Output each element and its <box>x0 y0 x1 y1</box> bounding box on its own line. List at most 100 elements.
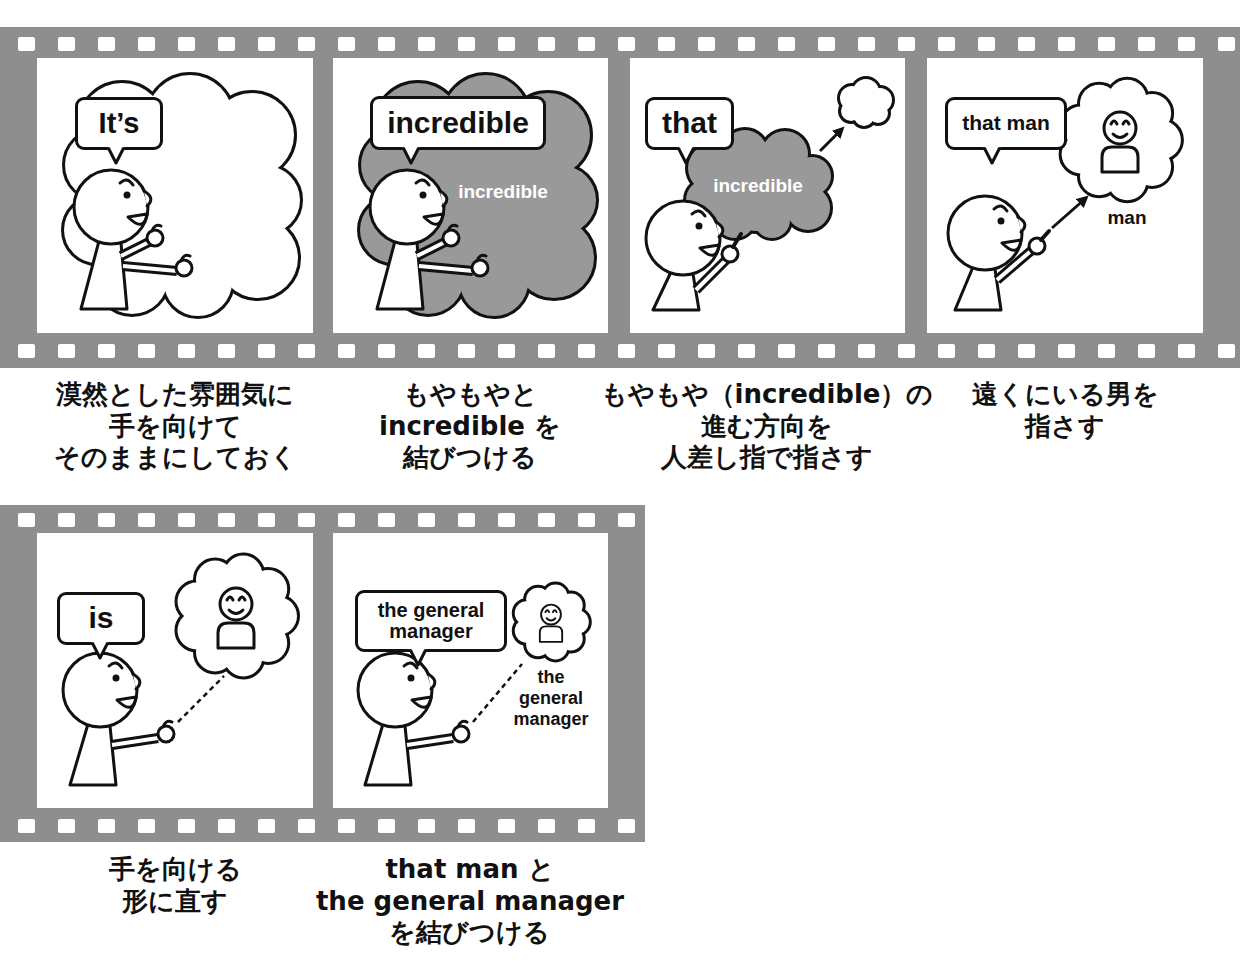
icon-eyes <box>227 597 245 600</box>
thought-flower: man <box>1054 76 1186 238</box>
film-frame <box>927 58 1203 333</box>
person-head <box>63 653 140 727</box>
pointing-arrow <box>1052 198 1086 228</box>
frame-caption: もやもや（incredible）の 進む方向を 人差し指で指さす <box>601 379 934 474</box>
shape-outline <box>360 75 596 316</box>
cloud-text: incredible <box>713 175 803 197</box>
person-head <box>948 196 1025 270</box>
person-arm <box>417 241 447 256</box>
film-frame <box>37 58 313 333</box>
icon-smile <box>1113 134 1127 138</box>
bubble-tail <box>408 649 428 666</box>
speech-bubble: the general manager <box>355 590 507 652</box>
shape-fill-circle <box>723 130 767 174</box>
bubble-text: incredible <box>387 106 529 141</box>
shape-outline-circle <box>506 93 590 177</box>
person-hand <box>722 246 738 262</box>
person-hand <box>176 255 192 276</box>
person-arm <box>112 738 158 745</box>
speech-bubble: that <box>645 97 734 150</box>
caption-slot: もやもや（incredible）の 進む方向を 人差し指で指さす <box>601 379 934 474</box>
icon-body <box>540 626 562 642</box>
shape-fill-circle <box>460 248 528 316</box>
shape-fill <box>360 75 596 316</box>
person-arm <box>123 266 177 271</box>
person-body <box>955 267 1001 310</box>
caption-line: 指さす <box>972 411 1159 443</box>
person <box>646 201 723 310</box>
person-arm <box>112 738 158 745</box>
caption-line: 手を向ける <box>109 854 242 886</box>
person-arm <box>419 266 473 271</box>
flower-fill <box>178 556 298 677</box>
film-frame <box>37 533 313 808</box>
caption-slot: 漠然とした雰囲気に 手を向けて そのままにしておく <box>54 379 297 474</box>
shape-outline-circle <box>723 130 767 174</box>
sprocket-holes <box>0 505 645 842</box>
dashed-pointer <box>178 676 224 722</box>
person-icon <box>540 605 562 642</box>
caption-line: を結びつける <box>316 917 624 949</box>
bubble-text: that man <box>962 111 1050 135</box>
person <box>948 196 1025 310</box>
frame-caption: 手を向ける 形に直す <box>109 854 242 917</box>
shape-fill-circle <box>443 75 529 161</box>
bubble-tail <box>982 147 1002 164</box>
tail-fill <box>983 146 1001 164</box>
person <box>370 170 447 309</box>
bubble-text: is <box>88 601 113 636</box>
tail-line <box>109 149 124 164</box>
person-arm <box>997 250 1032 280</box>
shape-outline <box>1062 80 1181 201</box>
icon-eyes <box>1111 121 1129 124</box>
icon-body <box>218 623 254 648</box>
icon-head <box>220 588 252 620</box>
bubble-text: It’s <box>99 107 140 140</box>
person-arm <box>123 266 177 271</box>
person-hand <box>158 721 174 742</box>
thought-flower: the general manager <box>505 578 597 734</box>
small-cloud-outline <box>840 79 892 126</box>
shape-outline <box>515 585 589 660</box>
frame-caption: 漠然とした雰囲気に 手を向けて そのままにしておく <box>54 379 297 474</box>
person-hand <box>472 255 488 276</box>
person-arm <box>417 241 447 256</box>
flower-outline <box>178 556 298 677</box>
caption-line: 手を向けて <box>54 411 297 443</box>
caption-slot: that man と the general manager を結びつける <box>316 854 624 949</box>
shape-fill-circle <box>506 93 590 177</box>
shape-outline-circle <box>754 202 790 238</box>
person-arm <box>121 241 151 256</box>
direction-arrow <box>820 129 842 151</box>
tail-line <box>985 149 1000 164</box>
person <box>358 653 435 785</box>
caption-line: もやもや（incredible）の <box>601 379 934 411</box>
person-hand <box>453 721 469 742</box>
person-arm <box>696 260 726 290</box>
bubble-tail <box>676 147 696 164</box>
person-head <box>74 170 151 244</box>
icon-smile <box>547 618 556 620</box>
flower-label: man <box>1107 207 1146 229</box>
person <box>63 653 140 785</box>
person-body <box>653 272 699 310</box>
person <box>74 170 151 309</box>
pointing-finger <box>1041 231 1049 240</box>
film-strip <box>0 505 645 842</box>
icon-eyes <box>545 610 556 612</box>
shape-outline-circle <box>460 248 528 316</box>
caption-line: that man と <box>316 854 624 886</box>
shape-outline-circle <box>559 593 583 617</box>
person-head <box>646 201 723 275</box>
pointing-finger <box>733 234 741 247</box>
person-arm <box>696 260 726 290</box>
person-arm <box>407 738 453 745</box>
person-icon <box>1102 112 1138 172</box>
film-frame <box>333 58 608 333</box>
caption-line: 遠くにいる男を <box>972 379 1159 411</box>
frame-caption: もやもやと incredible を 結びつける <box>379 379 561 474</box>
bubble-text: the general manager <box>358 600 504 642</box>
person-hand <box>147 225 163 246</box>
